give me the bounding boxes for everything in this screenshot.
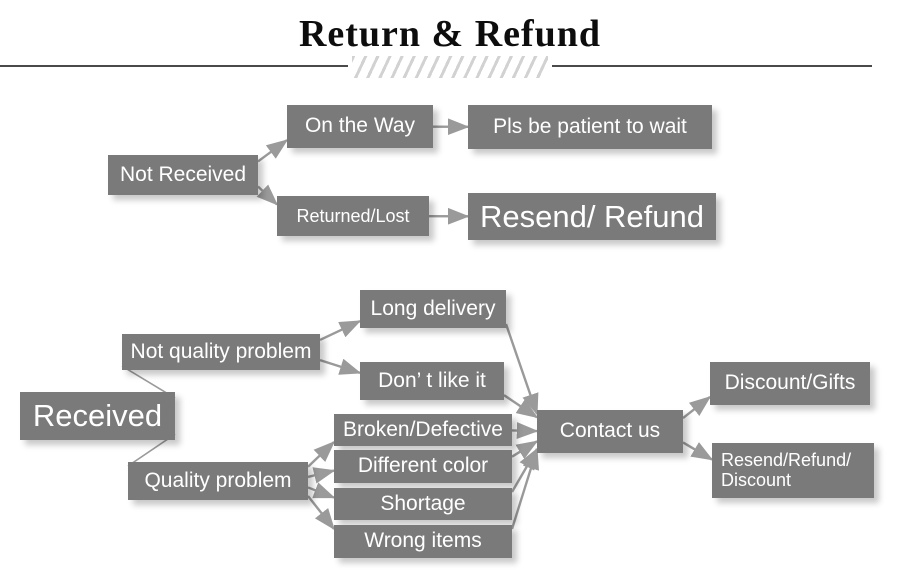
flow-node-not-quality: Not quality problem: [122, 334, 320, 370]
flow-node-shortage: Shortage: [334, 488, 512, 520]
divider-line-left: [0, 65, 348, 67]
connector-quality-to-different-color: [307, 467, 336, 484]
connector-edges: [121, 118, 714, 531]
flow-node-discount-gifts: Discount/Gifts: [710, 362, 870, 405]
connector-quality-to-shortage: [307, 482, 336, 499]
flow-node-on-the-way: On the Way: [287, 105, 433, 148]
flow-node-dont-like-it: Don’ t like it: [360, 362, 504, 400]
connector-quality-to-broken-defective: [307, 441, 336, 468]
page-title: Return & Refund: [298, 13, 602, 55]
flow-node-different-color: Different color: [334, 450, 512, 483]
connector-dont-like-it-to-contact-us: [503, 394, 539, 419]
flow-node-long-delivery: Long delivery: [360, 290, 506, 328]
flow-node-contact-us: Contact us: [537, 410, 683, 453]
flow-node-pls-be-patient: Pls be patient to wait: [468, 105, 712, 149]
connector-long-delivery-to-contact-us: [504, 323, 539, 416]
connector-not-quality-to-long-delivery: [319, 319, 362, 342]
connector-not-quality-to-dont-like-it: [319, 358, 362, 375]
flow-node-resend-refund: Resend/ Refund: [468, 193, 716, 240]
flow-node-resend-refund-discount: Resend/Refund/ Discount: [712, 443, 874, 498]
flow-node-broken-defective: Broken/Defective: [334, 414, 512, 446]
connector-not-received-to-on-the-way: [257, 139, 289, 163]
connector-contact-us-to-resend-refund-discount: [682, 441, 714, 461]
flow-node-not-received: Not Received: [108, 155, 258, 195]
flow-node-quality: Quality problem: [128, 462, 308, 500]
connector-wrong-items-to-contact-us: [510, 447, 540, 530]
flow-node-wrong-items: Wrong items: [334, 525, 512, 558]
flow-node-received: Received: [20, 392, 175, 440]
hatch-divider-icon: [352, 56, 548, 78]
connector-broken-defective-to-contact-us: [511, 422, 539, 439]
flow-node-returned-lost: Returned/Lost: [277, 196, 429, 236]
connector-not-received-to-returned-lost: [256, 184, 279, 206]
connector-quality-to-wrong-items: [307, 495, 335, 531]
divider-line-right: [552, 65, 872, 67]
connector-contact-us-to-discount-gifts: [682, 395, 712, 420]
